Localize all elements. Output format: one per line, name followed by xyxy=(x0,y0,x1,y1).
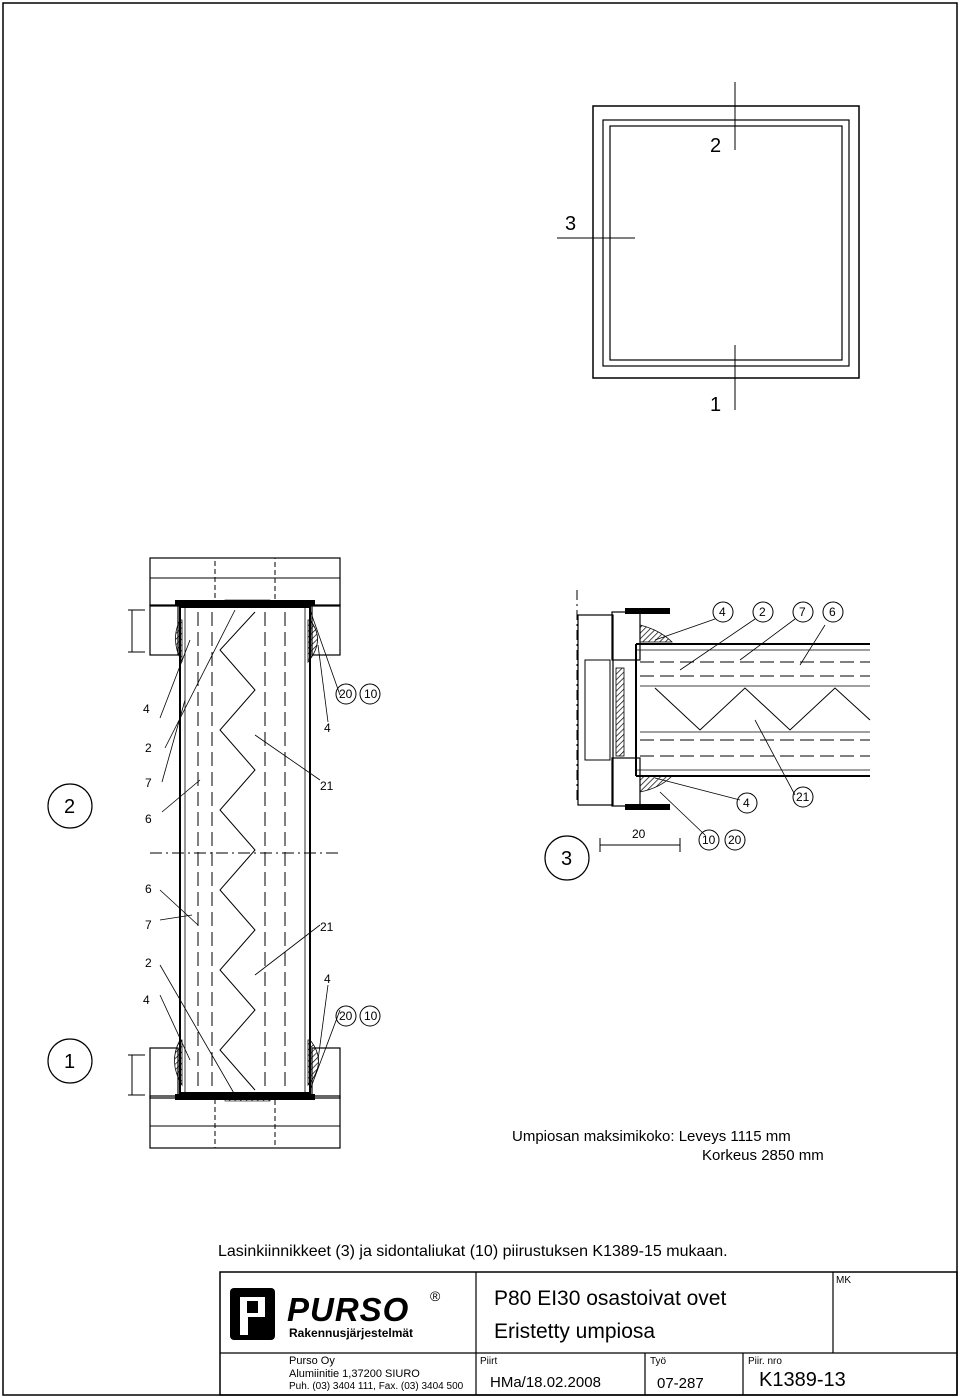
piirt-value: HMa/18.02.2008 xyxy=(490,1374,601,1391)
vertical-section: 4 2 7 6 4 20 10 21 2 6 7 2 4 21 4 20 10 … xyxy=(47,557,381,1149)
section3-label-4b: 4 xyxy=(743,796,750,810)
section2-label-6: 6 xyxy=(145,812,152,826)
elevation-label-1: 1 xyxy=(710,394,721,416)
company-name: Purso Oy xyxy=(289,1355,335,1367)
title-block-frame xyxy=(219,1271,958,1396)
elevation-view: 2 3 1 xyxy=(557,82,860,416)
company-address: Alumiinitie 1,37200 SIURO xyxy=(289,1368,420,1380)
fixings-note: Lasinkiinnikkeet (3) ja sidontaliukat (1… xyxy=(218,1243,728,1260)
brand-name: PURSO xyxy=(287,1291,410,1328)
section2-label-20: 20 xyxy=(339,687,353,701)
height-note: Korkeus 2850 mm xyxy=(702,1147,824,1164)
elevation-label-2: 2 xyxy=(710,135,721,157)
section2-label-4: 4 xyxy=(143,702,150,716)
section1-label-7: 7 xyxy=(145,918,152,932)
tyo-value: 07-287 xyxy=(657,1375,704,1392)
section1-label-6: 6 xyxy=(145,882,152,896)
section1-label-21: 21 xyxy=(320,920,334,934)
horizontal-section: 4 2 7 6 4 21 20 10 20 3 xyxy=(544,590,871,881)
section2-label-7: 7 xyxy=(145,776,152,790)
section3-label-10: 10 xyxy=(702,833,716,847)
company-phone: Puh. (03) 3404 111, Fax. (03) 3404 500 xyxy=(289,1381,464,1392)
section2-label-10: 10 xyxy=(364,687,378,701)
section3-label-21: 21 xyxy=(796,790,810,804)
piir-nro-value: K1389-13 xyxy=(759,1369,846,1391)
section2-marker: 2 xyxy=(64,796,75,818)
drawing-title-line2: Eristetty umpiosa xyxy=(494,1320,656,1343)
section2-label-4b: 4 xyxy=(324,721,331,735)
section1-label-4: 4 xyxy=(143,993,150,1007)
section1-label-4b: 4 xyxy=(324,972,331,986)
drawing-title-line1: P80 EI30 osastoivat ovet xyxy=(494,1287,727,1310)
section3-label-20b: 20 xyxy=(728,833,742,847)
section3-marker: 3 xyxy=(561,848,572,870)
section2-label-2: 2 xyxy=(145,741,152,755)
piir-nro-label: Piir. nro xyxy=(748,1356,782,1367)
section1-label-20: 20 xyxy=(339,1009,353,1023)
section2-label-21: 21 xyxy=(320,779,334,793)
section3-label-20: 20 xyxy=(632,827,646,841)
mk-label: MK xyxy=(836,1275,851,1286)
elevation-label-3: 3 xyxy=(565,213,576,235)
section3-label-2: 2 xyxy=(759,605,766,619)
registered-mark: ® xyxy=(430,1288,441,1304)
section3-label-4: 4 xyxy=(719,605,726,619)
brand-subtitle: Rakennusjärjestelmät xyxy=(289,1326,414,1340)
max-size-note: Umpiosan maksimikoko: Leveys 1115 mm xyxy=(512,1128,791,1145)
section1-label-10: 10 xyxy=(364,1009,378,1023)
section3-label-7: 7 xyxy=(799,605,806,619)
tyo-label: Työ xyxy=(650,1356,667,1367)
section1-marker: 1 xyxy=(64,1051,75,1073)
piirt-label: Piirt xyxy=(480,1356,498,1367)
purso-logo-mark xyxy=(230,1288,275,1340)
section3-label-6: 6 xyxy=(829,605,836,619)
section1-label-2: 2 xyxy=(145,956,152,970)
